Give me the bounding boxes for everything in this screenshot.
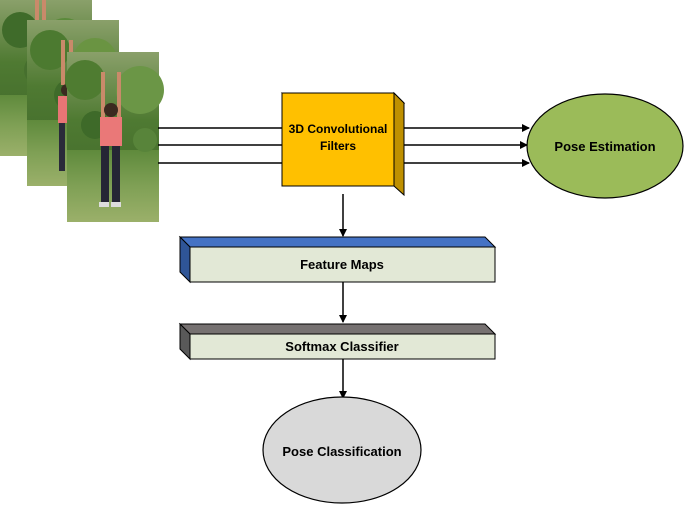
softmax-front	[189, 333, 496, 360]
input-frames	[0, 0, 164, 222]
pose-estimation-label: Pose Estimation	[554, 139, 655, 154]
softmax-label: Softmax Classifier	[285, 339, 398, 354]
feature-maps-block: Feature Maps	[178, 235, 497, 284]
pose-estimation-ellipse	[526, 93, 684, 199]
input-arrows	[158, 127, 282, 164]
feature-maps-front	[189, 246, 496, 283]
conv-label-line2: Filters	[320, 139, 356, 153]
pose-classification-node: Pose Classification	[262, 396, 422, 504]
conv-block-side	[393, 91, 405, 197]
softmax-classifier-block: Softmax Classifier	[178, 322, 497, 361]
conv-block-front	[281, 92, 395, 187]
conv-label-line1: 3D Convolutional	[289, 122, 388, 136]
feature-maps-top	[178, 236, 497, 248]
input-frame-3	[65, 52, 164, 222]
output-arrows	[404, 124, 530, 167]
feature-maps-label: Feature Maps	[300, 257, 384, 272]
softmax-top	[178, 323, 497, 335]
conv-filters-block: 3D Convolutional Filters	[280, 91, 406, 197]
pose-classification-ellipse	[262, 396, 422, 504]
pose-classification-label: Pose Classification	[282, 444, 401, 459]
pose-estimation-node: Pose Estimation	[526, 93, 684, 199]
